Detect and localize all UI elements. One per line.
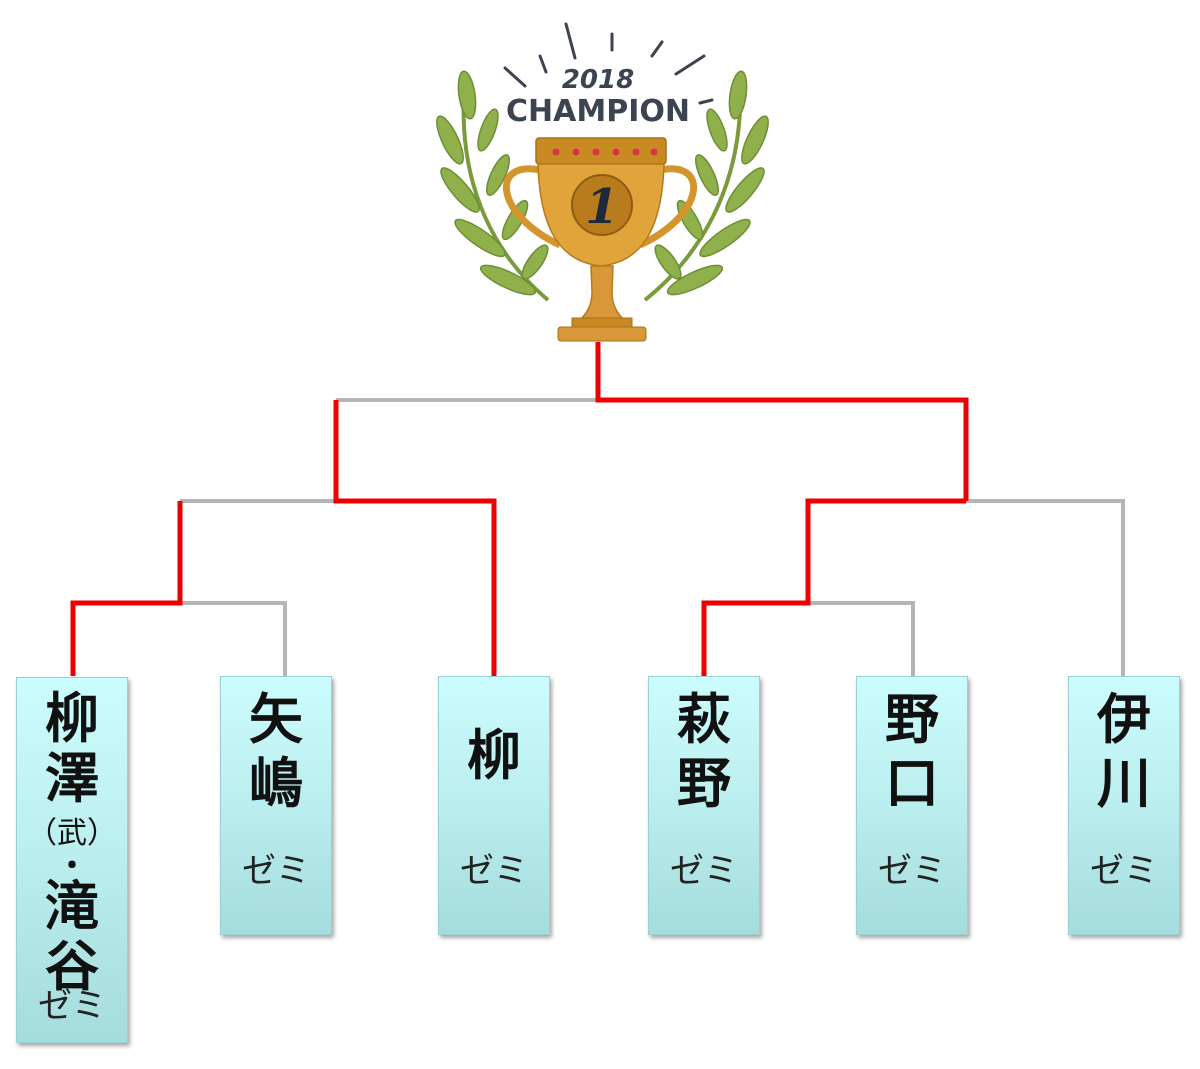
- trophy-champion-label: CHAMPION: [506, 94, 690, 129]
- team-suffix: ゼミ: [242, 851, 310, 891]
- bracket-line-quarter-left-winner: [70, 501, 183, 676]
- trophy-illustration: 2018 CHAMPION 1: [436, 22, 769, 342]
- burst-lines-icon: [503, 22, 714, 105]
- team-box-hagino: 萩 野 ゼミ: [648, 676, 760, 935]
- team-name-line: 伊: [1097, 688, 1151, 751]
- team-suffix: ゼミ: [878, 851, 946, 891]
- team-suffix: ゼミ: [460, 851, 528, 891]
- team-name-line: 柳: [45, 687, 99, 750]
- team-name-line: 谷: [45, 935, 99, 998]
- team-box-yanagi: 柳 ゼミ: [438, 676, 550, 935]
- team-name-line: 口: [885, 752, 939, 815]
- team-name-line: 柳: [467, 724, 521, 787]
- team-name-line: 嶋: [249, 752, 303, 815]
- team-suffix: ゼミ: [38, 986, 106, 1026]
- bracket-line-semi-left-winner: [333, 400, 497, 676]
- bracket-lines-gray: [180, 398, 1125, 676]
- team-box-yanagisawa-takiya: 柳 澤 （武） ・ 滝 谷 ゼミ: [16, 677, 128, 1043]
- team-name-line: 野: [885, 688, 939, 751]
- team-suffix: ゼミ: [670, 851, 738, 891]
- team-suffix: ゼミ: [1090, 851, 1158, 891]
- team-box-noguchi: 野 口 ゼミ: [856, 676, 968, 935]
- team-name-line: 川: [1097, 752, 1151, 815]
- team-name-line: （武）: [27, 816, 117, 851]
- team-name-line: 矢: [249, 688, 303, 751]
- team-name-line: 野: [677, 752, 731, 815]
- team-name-line: 澤: [45, 747, 99, 810]
- team-box-yajima: 矢 嶋 ゼミ: [220, 676, 332, 935]
- bracket-line-quarter-right-team5: [808, 601, 915, 676]
- team-name-line: ・: [57, 849, 87, 884]
- team-name-line: 萩: [677, 688, 731, 751]
- bracket-line-semi-right-team6: [966, 499, 1125, 676]
- team-name-line: 滝: [45, 875, 99, 938]
- bracket-lines-red: [70, 342, 969, 676]
- bracket-line-semi-right-winner: [701, 498, 966, 676]
- trophy-year-label: 2018: [562, 65, 634, 95]
- team-box-ikawa: 伊 川 ゼミ: [1068, 676, 1180, 935]
- trophy-rank-label: 1: [585, 179, 618, 235]
- bracket-line-champion: [595, 342, 969, 501]
- bracket-line-quarter-left-team2: [180, 601, 287, 676]
- trophy-cup-icon: [502, 137, 698, 342]
- laurel-left-icon: [436, 70, 550, 302]
